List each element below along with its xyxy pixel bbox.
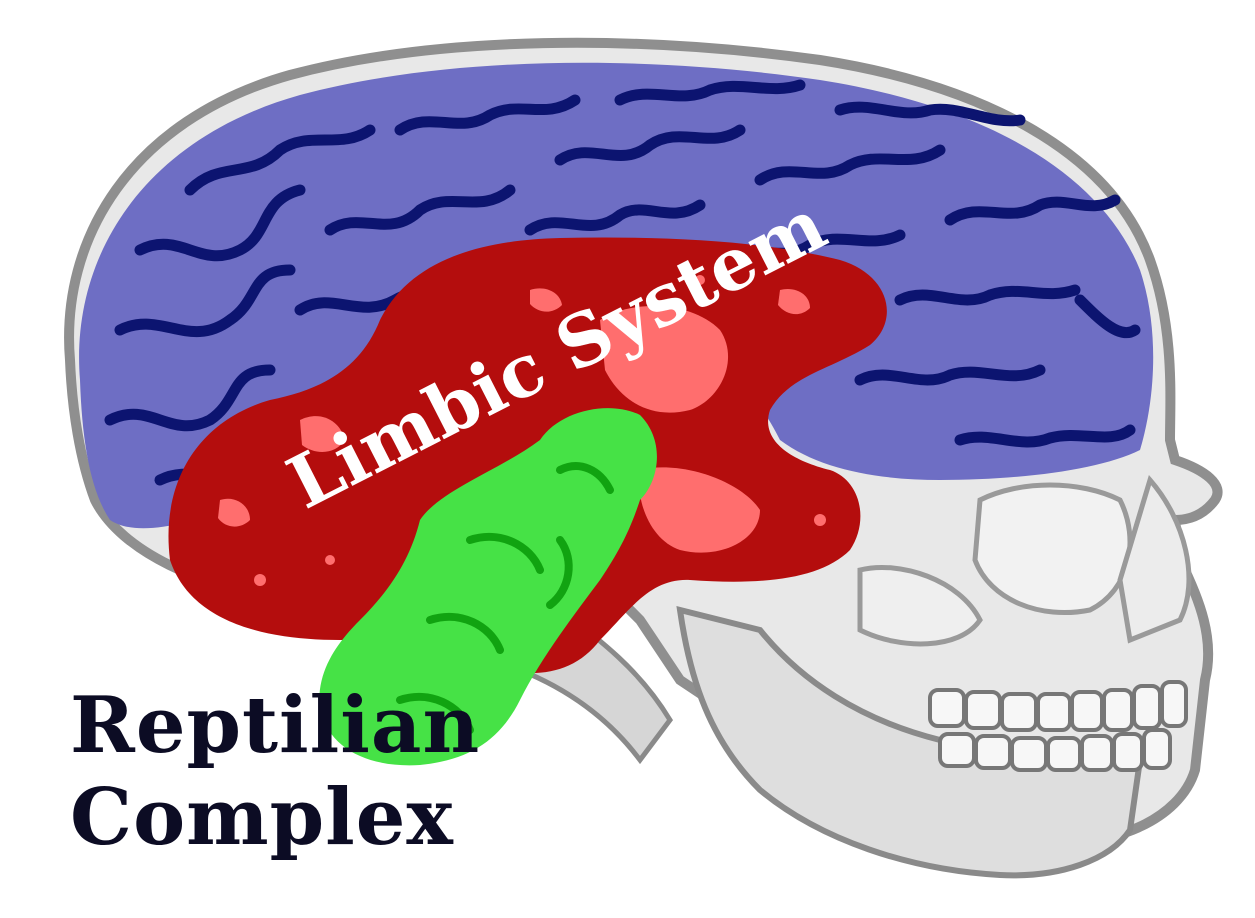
reptilian-complex-label: Reptilian Complex xyxy=(70,680,480,864)
skull-eye-socket xyxy=(975,485,1130,613)
reptilian-label-line1: Reptilian xyxy=(70,680,480,772)
reptilian-label-line2: Complex xyxy=(70,772,480,864)
